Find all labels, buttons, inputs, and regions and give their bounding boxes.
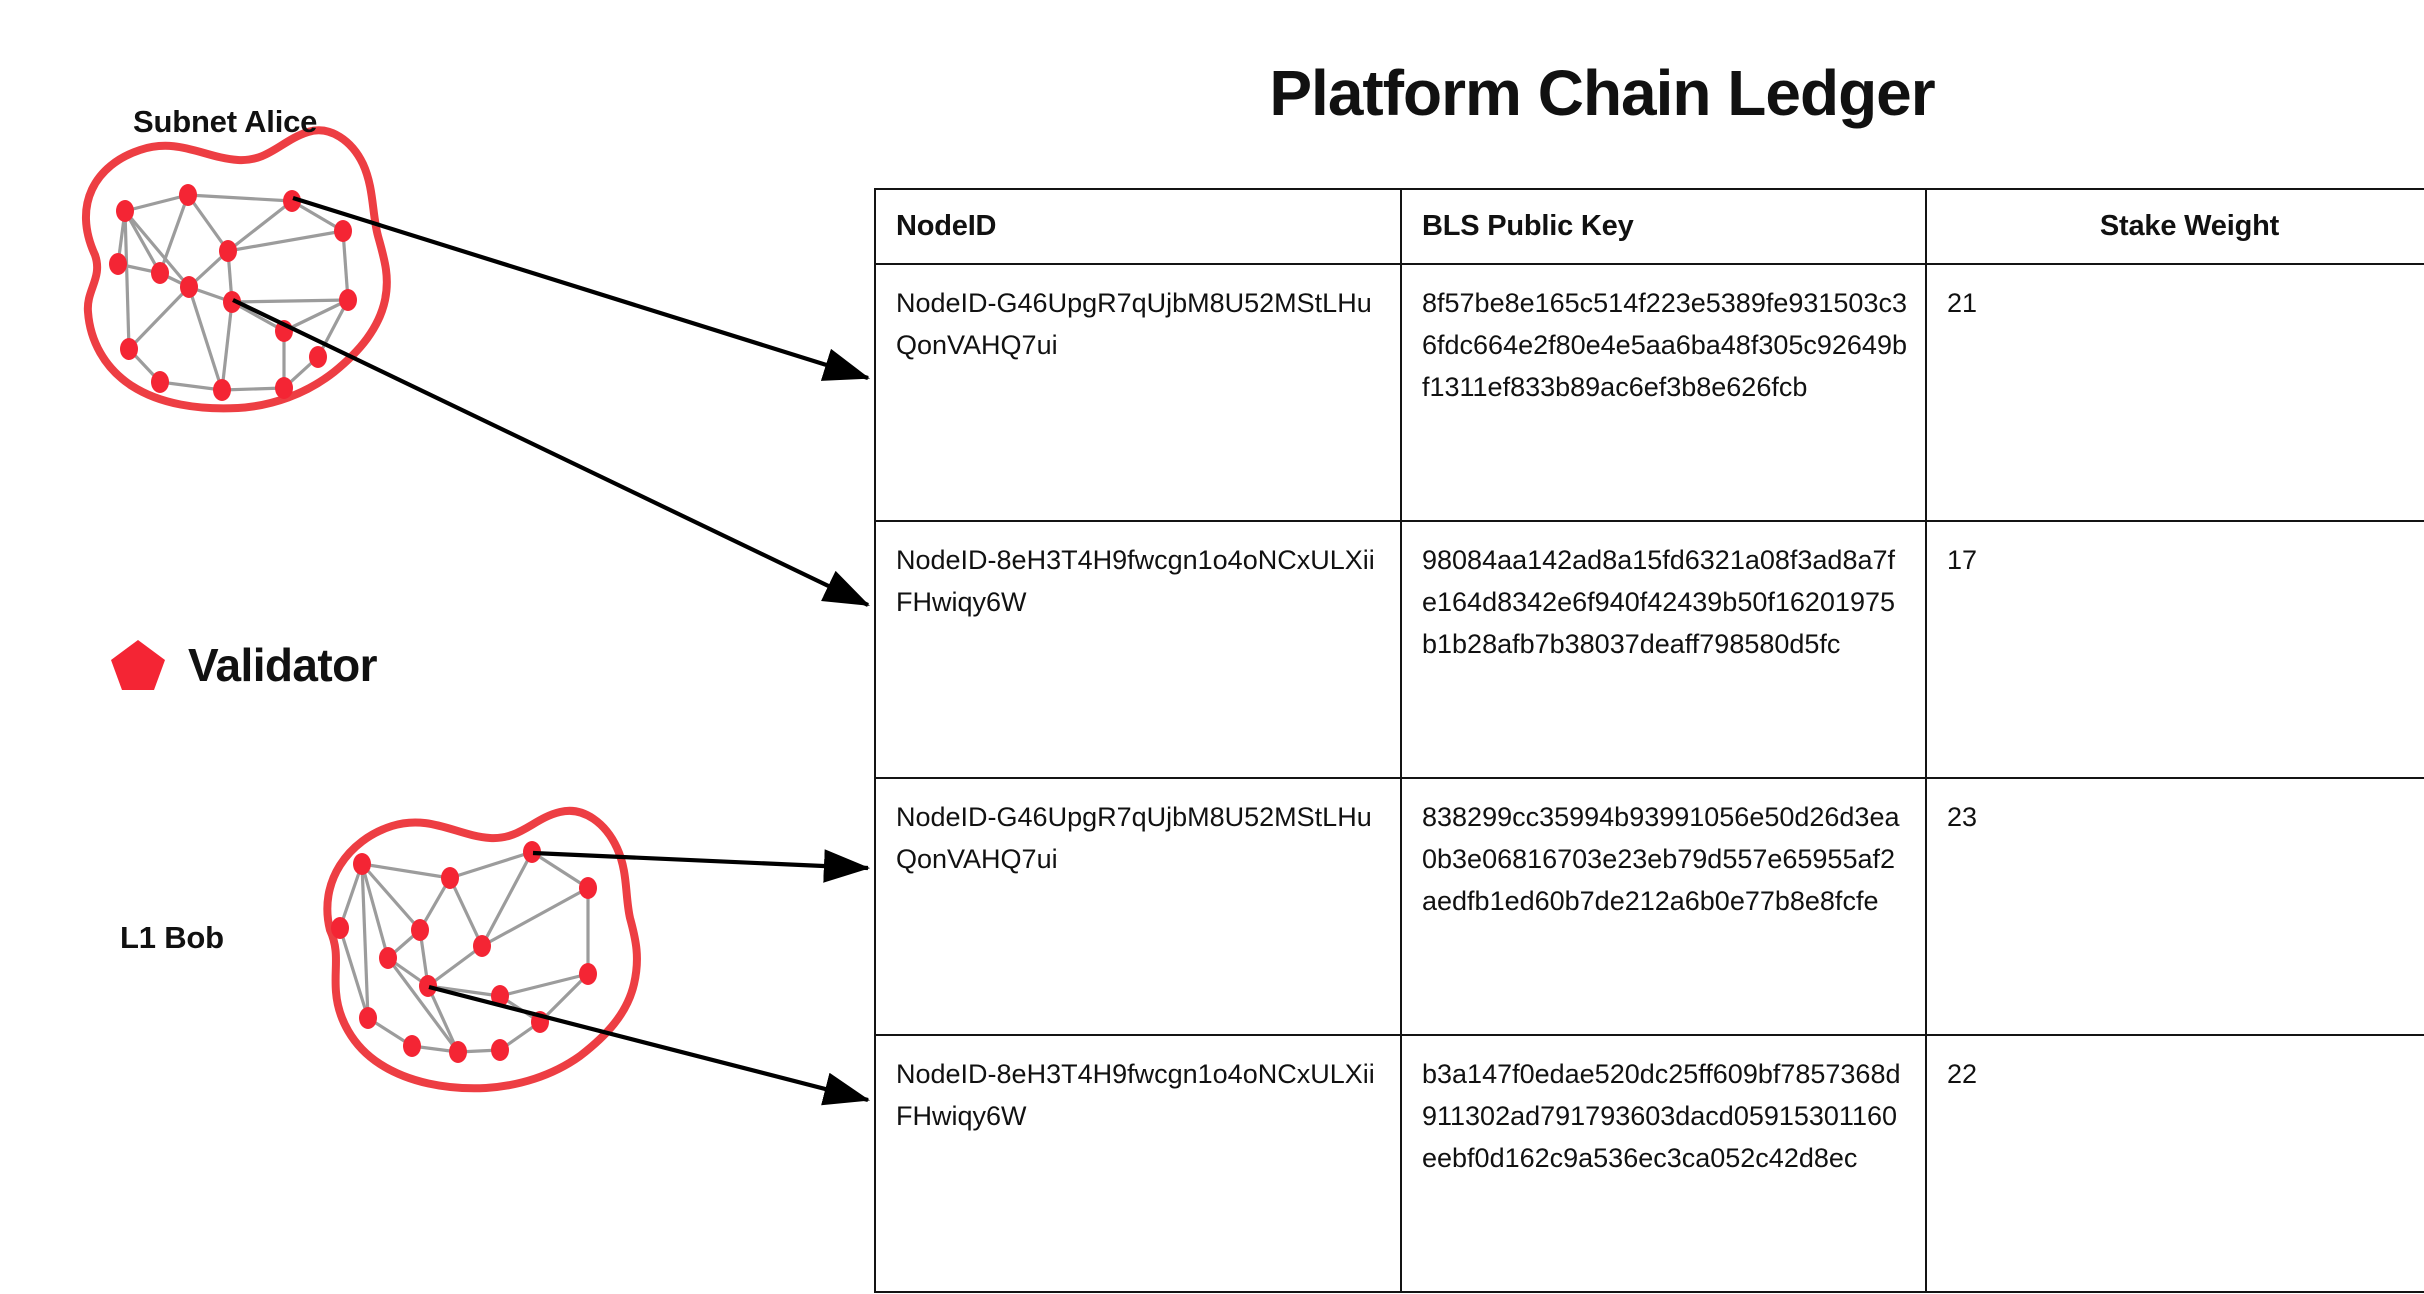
platform-chain-ledger-table: NodeID BLS Public Key Stake Weight NodeI… [874, 188, 2424, 1293]
column-header-stake-weight: Stake Weight [1925, 188, 2424, 265]
l1-bob-validator-nodes [331, 841, 597, 1063]
arrow-bob-to-row3 [532, 849, 871, 883]
cell-stake-weight: 23 [1925, 776, 2424, 1036]
cell-bls-public-key: b3a147f0edae520dc25ff609bf7857368d911302… [1400, 1033, 1927, 1293]
cell-nodeid: NodeID-8eH3T4H9fwcgn1o4oNCxULXiiFHwiqy6W [874, 519, 1402, 779]
ledger-connector-arrows [232, 195, 871, 1106]
cell-stake-weight: 22 [1925, 1033, 2424, 1293]
l1-bob-blob-outline [323, 806, 641, 1093]
arrow-bob-to-row4 [428, 984, 871, 1106]
table-body: NodeID-G46UpgR7qUjbM8U52MStLHuQonVAHQ7ui… [874, 262, 2424, 1293]
arrow-alice-to-row2 [232, 298, 870, 607]
column-header-bls-public-key: BLS Public Key [1400, 188, 1927, 265]
subnet-alice-blob-outline [82, 126, 391, 413]
l1-bob-label: L1 Bob [120, 920, 224, 955]
table-row: NodeID-8eH3T4H9fwcgn1o4oNCxULXiiFHwiqy6W… [874, 519, 2424, 779]
table-row: NodeID-8eH3T4H9fwcgn1o4oNCxULXiiFHwiqy6W… [874, 1033, 2424, 1293]
pentagon-icon [111, 640, 165, 690]
validator-legend-label: Validator [188, 639, 377, 691]
table-row: NodeID-G46UpgR7qUjbM8U52MStLHuQonVAHQ7ui… [874, 262, 2424, 522]
cell-nodeid: NodeID-G46UpgR7qUjbM8U52MStLHuQonVAHQ7ui [874, 776, 1402, 1036]
table-row: NodeID-G46UpgR7qUjbM8U52MStLHuQonVAHQ7ui… [874, 776, 2424, 1036]
column-header-nodeid: NodeID [874, 188, 1402, 265]
table-header-row: NodeID BLS Public Key Stake Weight [874, 188, 2424, 265]
l1-bob-group [323, 806, 641, 1093]
cell-bls-public-key: 838299cc35994b93991056e50d26d3ea0b3e0681… [1400, 776, 1927, 1036]
l1-bob-edges [338, 850, 590, 1054]
subnet-alice-label: Subnet Alice [133, 104, 318, 139]
validator-legend: Validator [110, 638, 377, 692]
subnet-alice-group [82, 126, 391, 413]
arrow-alice-to-row1 [292, 195, 871, 381]
cell-bls-public-key: 98084aa142ad8a15fd6321a08f3ad8a7fe164d83… [1400, 519, 1927, 779]
page-title: Platform Chain Ledger [1269, 57, 1935, 129]
cell-bls-public-key: 8f57be8e165c514f223e5389fe931503c36fdc66… [1400, 262, 1927, 522]
cell-stake-weight: 21 [1925, 262, 2424, 522]
cell-nodeid: NodeID-G46UpgR7qUjbM8U52MStLHuQonVAHQ7ui [874, 262, 1402, 522]
subnet-alice-validator-nodes [109, 184, 357, 401]
cell-nodeid: NodeID-8eH3T4H9fwcgn1o4oNCxULXiiFHwiqy6W [874, 1033, 1402, 1293]
cell-stake-weight: 17 [1925, 519, 2424, 779]
